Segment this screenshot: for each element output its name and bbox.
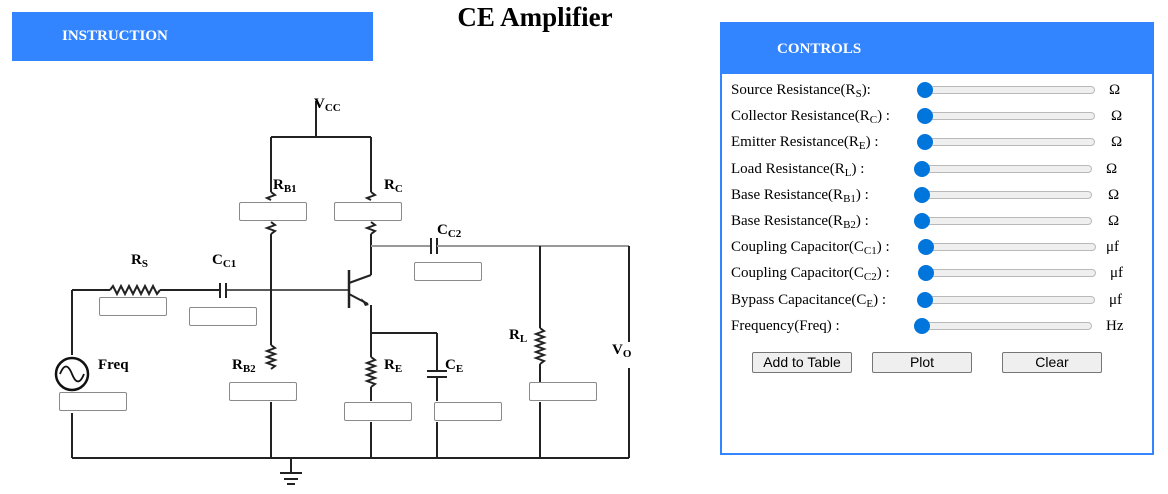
slider-row-rl: Load Resistance(RL) : Ω — [722, 159, 1152, 183]
label-cc2: CC2 — [437, 222, 462, 240]
slider-label: Base Resistance(RB1) : — [731, 187, 869, 205]
controls-panel: CONTROLS Source Resistance(RS): Ω Collec… — [720, 22, 1154, 455]
rc-resistor-bottom — [364, 221, 378, 235]
unit-label: μf — [1109, 292, 1123, 308]
slider-row-cc1: Coupling Capacitor(CC1) : μf — [722, 237, 1152, 261]
ce-slider[interactable] — [917, 292, 1095, 308]
unit-label: Ω — [1108, 187, 1120, 203]
freq-slider[interactable] — [914, 318, 1092, 334]
unit-label: Ω — [1109, 82, 1121, 98]
slider-thumb[interactable] — [914, 318, 930, 334]
circuit-diagram: VCC RB1 RC CC2 RS CC1 RL VO Freq RB2 RE … — [54, 96, 632, 485]
slider-row-rs: Source Resistance(RS): Ω — [722, 80, 1152, 104]
cc2-input[interactable] — [414, 262, 482, 281]
rl-input[interactable] — [529, 382, 597, 401]
slider-label: Base Resistance(RB2) : — [731, 213, 869, 231]
slider-label: Coupling Capacitor(CC1) : — [731, 239, 890, 257]
slider-row-cc2: Coupling Capacitor(CC2) : μf — [722, 263, 1152, 287]
ac-source-icon — [54, 356, 90, 392]
rb1-resistor-bottom — [264, 221, 278, 235]
emitter-arrow — [361, 298, 369, 306]
slider-row-rb1: Base Resistance(RB1) : Ω — [722, 185, 1152, 209]
rb1-resistor-top — [264, 191, 278, 201]
slider-label: Coupling Capacitor(CC2) : — [731, 265, 890, 283]
slider-label: Frequency(Freq) : — [731, 318, 840, 334]
plot-button[interactable]: Plot — [872, 352, 972, 373]
page-title: CE Amplifier — [457, 2, 613, 32]
unit-label: Ω — [1111, 108, 1123, 124]
transistor-collector-leg — [348, 274, 372, 284]
label-re: RE — [384, 357, 403, 375]
cc2-slider[interactable] — [918, 265, 1096, 281]
slider-row-re: Emitter Resistance(RE) : Ω — [722, 132, 1152, 156]
slider-row-freq: Frequency(Freq) : Hz — [722, 316, 1152, 340]
slider-row-rc: Collector Resistance(RC) : Ω — [722, 106, 1152, 130]
label-rb1: RB1 — [273, 177, 297, 195]
instruction-header[interactable]: INSTRUCTION — [12, 12, 373, 61]
re-input[interactable] — [344, 402, 412, 421]
ground-icon — [280, 458, 302, 485]
controls-header: CONTROLS — [722, 24, 1152, 74]
label-vo: VO — [612, 342, 632, 360]
slider-thumb[interactable] — [918, 265, 934, 281]
cc1-slider[interactable] — [918, 239, 1096, 255]
slider-thumb[interactable] — [918, 239, 934, 255]
rb2-resistor — [264, 344, 278, 370]
rb2-input[interactable] — [229, 382, 297, 401]
clear-button[interactable]: Clear — [1002, 352, 1102, 373]
slider-row-rb2: Base Resistance(RB2) : Ω — [722, 211, 1152, 235]
slider-label: Load Resistance(RL) : — [731, 161, 865, 179]
slider-label: Bypass Capacitance(CE) : — [731, 292, 887, 310]
slider-thumb[interactable] — [917, 82, 933, 98]
unit-label: Ω — [1108, 213, 1120, 229]
slider-thumb[interactable] — [914, 161, 930, 177]
label-rb2: RB2 — [232, 357, 256, 375]
cc1-input[interactable] — [189, 307, 257, 326]
rs-slider[interactable] — [917, 82, 1095, 98]
rb2-slider[interactable] — [914, 213, 1092, 229]
unit-label: Ω — [1106, 161, 1118, 177]
rs-resistor — [109, 283, 161, 297]
label-vcc: VCC — [314, 96, 341, 114]
rs-input[interactable] — [99, 297, 167, 316]
slider-row-ce: Bypass Capacitance(CE) : μf — [722, 290, 1152, 314]
label-freq: Freq — [98, 357, 129, 373]
slider-thumb[interactable] — [917, 292, 933, 308]
rc-input[interactable] — [334, 202, 402, 221]
circuit-wires — [54, 101, 630, 485]
label-rs: RS — [131, 252, 148, 270]
rb1-input[interactable] — [239, 202, 307, 221]
slider-label: Emitter Resistance(RE) : — [731, 134, 879, 152]
slider-thumb[interactable] — [917, 108, 933, 124]
add-to-table-button[interactable]: Add to Table — [752, 352, 852, 373]
instruction-label: INSTRUCTION — [62, 28, 168, 44]
rb1-slider[interactable] — [914, 187, 1092, 203]
freq-input[interactable] — [59, 392, 127, 411]
unit-label: μf — [1106, 239, 1120, 255]
slider-label: Collector Resistance(RC) : — [731, 108, 890, 126]
re-resistor — [364, 356, 378, 388]
rc-resistor-top — [364, 191, 378, 201]
slider-thumb[interactable] — [914, 187, 930, 203]
unit-label: Ω — [1111, 134, 1123, 150]
rl-slider[interactable] — [914, 161, 1092, 177]
rc-slider[interactable] — [917, 108, 1095, 124]
label-ce: CE — [445, 357, 464, 375]
rl-resistor — [533, 327, 547, 365]
unit-label: μf — [1110, 265, 1124, 281]
slider-thumb[interactable] — [914, 213, 930, 229]
label-rl: RL — [509, 327, 528, 345]
re-slider[interactable] — [917, 134, 1095, 150]
unit-label: Hz — [1106, 318, 1124, 334]
slider-thumb[interactable] — [917, 134, 933, 150]
slider-label: Source Resistance(RS): — [731, 82, 871, 100]
label-rc: RC — [384, 177, 403, 195]
label-cc1: CC1 — [212, 252, 237, 270]
controls-title: CONTROLS — [777, 41, 862, 57]
ce-input[interactable] — [434, 402, 502, 421]
